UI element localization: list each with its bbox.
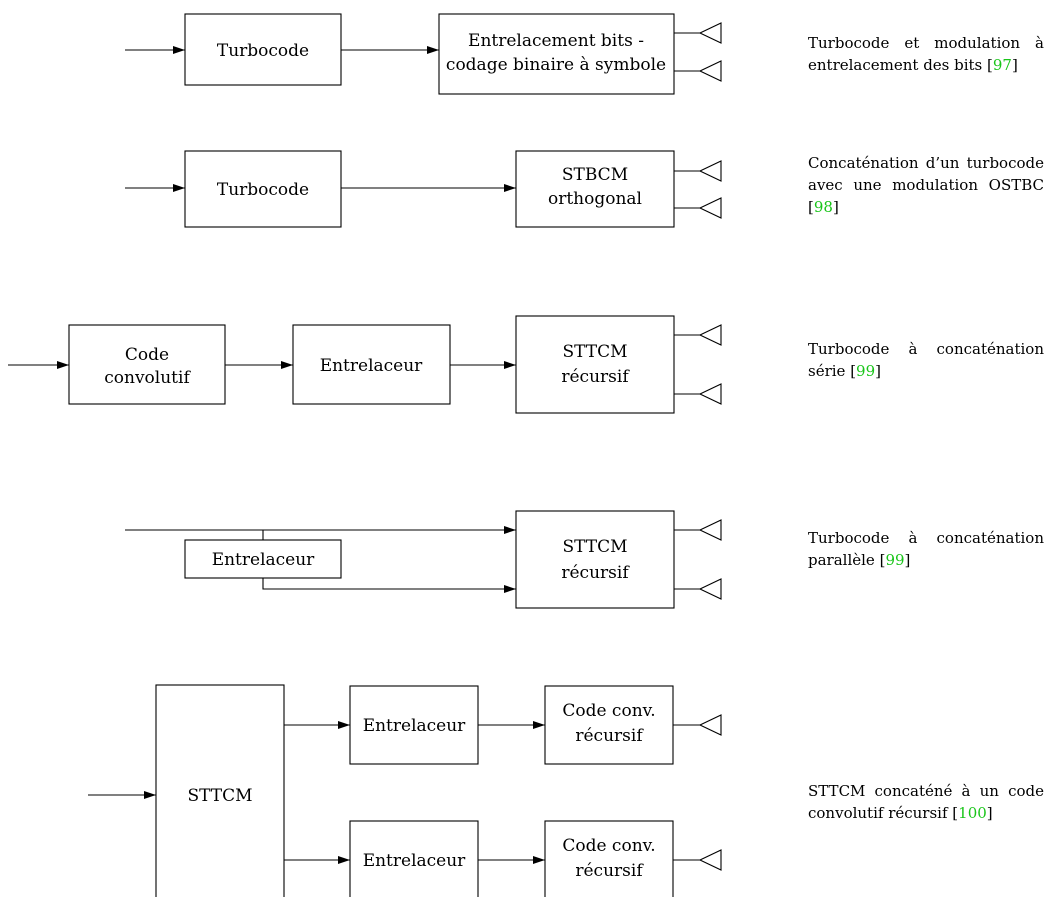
recursive-conv-code-block: Code conv. récursif bbox=[544, 685, 674, 765]
interleaver-block: Entrelaceur bbox=[184, 539, 342, 579]
interleaved-path-arrow bbox=[262, 578, 516, 593]
citation-number: 99 bbox=[885, 551, 905, 569]
row-3-serial-concatenation: Code convolutif Entrelaceur STTCM récurs… bbox=[8, 315, 722, 414]
citation-number: 99 bbox=[856, 362, 876, 380]
interleaver-block: Entrelaceur bbox=[349, 820, 479, 897]
block-label-line-1: Code conv. bbox=[562, 836, 655, 856]
recursive-conv-code-block: Code conv. récursif bbox=[544, 820, 674, 897]
block-label-line-2: récursif bbox=[575, 726, 644, 746]
block-label: Turbocode bbox=[217, 41, 309, 61]
block-label-line-2: récursif bbox=[561, 367, 630, 387]
block-label-line-1: STTCM bbox=[562, 537, 627, 557]
transmit-antenna bbox=[673, 849, 722, 871]
block-label: Entrelaceur bbox=[363, 716, 466, 736]
caption-row-1: Turbocode et modulation à entrelacement … bbox=[808, 32, 1044, 76]
transmit-antenna bbox=[674, 519, 722, 541]
caption-row-4: Turbocode à concaténation parallèle [99] bbox=[808, 527, 1044, 571]
row-5-sttcm-recursive-conv: STTCM Entrelaceur Code conv. récursif En… bbox=[88, 684, 722, 897]
caption-text: Turbocode à concaténation série bbox=[808, 340, 1044, 380]
block-label-line-1: STTCM bbox=[562, 342, 627, 362]
citation-number: 100 bbox=[958, 804, 987, 822]
turbocode-block: Turbocode bbox=[184, 150, 342, 228]
stbcm-block: STBCM orthogonal bbox=[515, 150, 675, 228]
transmit-antenna bbox=[674, 578, 722, 600]
block-label: Entrelaceur bbox=[320, 356, 423, 376]
block-label: Entrelaceur bbox=[363, 851, 466, 871]
block-label-line-2: récursif bbox=[575, 861, 644, 881]
caption-text: Turbocode et modulation à entrelacement … bbox=[808, 34, 1044, 74]
block-label-line-1: STBCM bbox=[562, 165, 628, 185]
citation: [99] bbox=[850, 362, 881, 380]
block-label: STTCM bbox=[187, 786, 252, 806]
row-4-parallel-concatenation: Entrelaceur STTCM récursif bbox=[125, 510, 722, 609]
interleaver-block: Entrelaceur bbox=[349, 685, 479, 765]
caption-text: Turbocode à concaténation parallèle bbox=[808, 529, 1044, 569]
transmit-antenna bbox=[674, 324, 722, 346]
citation: [97] bbox=[987, 56, 1018, 74]
transmit-antenna bbox=[673, 714, 722, 736]
caption-row-2: Concaténation d’un turbo­code avec une m… bbox=[808, 152, 1044, 218]
convolutional-code-block: Code convolutif bbox=[68, 324, 226, 405]
citation-number: 98 bbox=[813, 198, 833, 216]
turbocode-block: Turbocode bbox=[184, 13, 342, 86]
block-label: Entrelaceur bbox=[212, 550, 315, 570]
caption-text: STTCM concaténé à un code convolutif réc… bbox=[808, 782, 1044, 822]
caption-row-3: Turbocode à concaténation série [99] bbox=[808, 338, 1044, 382]
citation: [99] bbox=[879, 551, 911, 569]
block-label-line-1: Entrelacement bits - bbox=[468, 31, 644, 51]
block-label-line-2: récursif bbox=[561, 563, 630, 583]
transmit-antenna bbox=[674, 160, 722, 182]
interleaver-block: Entrelaceur bbox=[292, 324, 451, 405]
transmit-antenna bbox=[674, 60, 722, 82]
citation: [100] bbox=[952, 804, 993, 822]
citation-number: 97 bbox=[992, 56, 1012, 74]
row-1-turbocode-bicm: Turbocode Entrelacement bits - codage bi… bbox=[125, 13, 722, 95]
recursive-sttcm-block: STTCM récursif bbox=[515, 510, 675, 609]
block-label-line-2: convolutif bbox=[104, 368, 191, 388]
transmit-antenna bbox=[674, 383, 722, 405]
block-label-line-2: orthogonal bbox=[548, 189, 642, 209]
bit-interleaving-mapping-block: Entrelacement bits - codage binaire à sy… bbox=[438, 13, 675, 95]
caption-text: Concaténation d’un turbo­code avec une m… bbox=[808, 154, 1044, 194]
block-label: Turbocode bbox=[217, 180, 309, 200]
transmit-antenna bbox=[674, 22, 722, 44]
caption-row-5: STTCM concaténé à un code convolutif réc… bbox=[808, 780, 1044, 824]
row-2-turbocode-ostbc: Turbocode STBCM orthogonal bbox=[125, 150, 722, 228]
block-label-line-1: Code conv. bbox=[562, 701, 655, 721]
recursive-sttcm-block: STTCM récursif bbox=[515, 315, 675, 414]
block-label-line-1: Code bbox=[125, 345, 169, 365]
transmit-antenna bbox=[674, 197, 722, 219]
citation: [98] bbox=[808, 198, 839, 216]
block-label-line-2: codage binaire à symbole bbox=[446, 55, 666, 75]
sttcm-block: STTCM bbox=[155, 684, 285, 897]
